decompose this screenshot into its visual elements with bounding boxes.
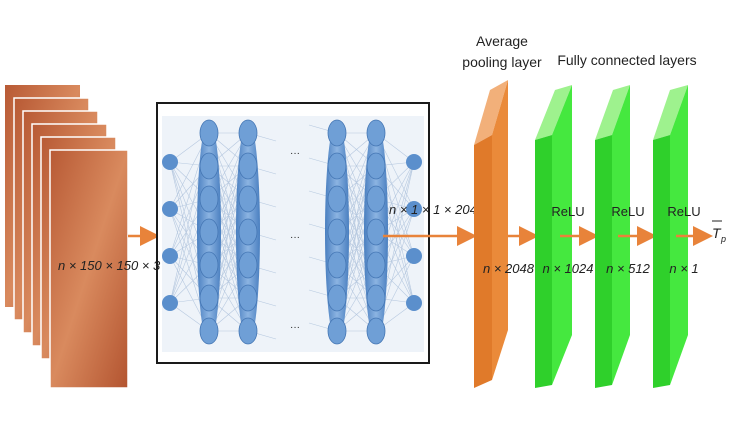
neuron [366, 251, 386, 279]
neuron [366, 185, 386, 213]
neuron [406, 248, 422, 264]
neuron [199, 284, 219, 312]
neuron [406, 295, 422, 311]
neuron [406, 201, 422, 217]
neuron [238, 218, 258, 246]
ellipsis-bottom: ··· [290, 322, 300, 333]
neuron [162, 295, 178, 311]
fc-layer-1: ReLU n × 1024 [535, 85, 593, 388]
neuron [199, 251, 219, 279]
neuron [327, 152, 347, 180]
fc-layer-2-dimension: n × 512 [606, 261, 651, 276]
fc-layer-3-activation: ReLU [667, 204, 700, 219]
fc-layer-1-front [535, 135, 552, 388]
neuron [238, 152, 258, 180]
fc-layer-2-front [595, 135, 612, 388]
neuron [366, 284, 386, 312]
neuron [238, 185, 258, 213]
fc-layer-1-side [535, 85, 572, 140]
neuron [327, 185, 347, 213]
pooling-layer-back [492, 80, 508, 380]
fully-connected-title: Fully connected layers [557, 52, 696, 68]
neuron [327, 251, 347, 279]
neuron [238, 317, 258, 345]
neuron [199, 317, 219, 345]
input-image-stack [5, 85, 129, 389]
neuron [366, 119, 386, 147]
fc-layer-3-front [653, 135, 670, 388]
output-symbol-subscript: p [720, 234, 726, 244]
neuron [366, 152, 386, 180]
pooling-title-line1: Average [476, 33, 528, 49]
neuron [366, 317, 386, 345]
neuron [238, 284, 258, 312]
neuron [327, 119, 347, 147]
input-dimension-label: n × 150 × 150 × 3 [58, 258, 161, 273]
pooling-layer-side [474, 80, 508, 145]
neuron [162, 248, 178, 264]
fc-layer-3-dimension: n × 1 [669, 261, 698, 276]
fc-layer-2-activation: ReLU [611, 204, 644, 219]
output-symbol: T [712, 225, 722, 241]
neuron [327, 218, 347, 246]
image-tile [49, 149, 129, 389]
fc-layer-3-side [653, 85, 688, 140]
neuron [162, 154, 178, 170]
neuron [238, 251, 258, 279]
pooling-layer-front [474, 135, 492, 388]
neuron [366, 218, 386, 246]
pooling-title-line2: pooling layer [462, 54, 542, 70]
neuron [162, 201, 178, 217]
neuron [238, 119, 258, 147]
backbone-output-dimension-label: n × 1 × 1 × 2048 [389, 202, 485, 217]
fc-layer-2-side [595, 85, 630, 140]
neuron [327, 317, 347, 345]
neuron [406, 154, 422, 170]
ellipsis-middle: ··· [290, 232, 300, 243]
pooling-output-dimension-label: n × 2048 [483, 261, 535, 276]
fc-layer-1-dimension: n × 1024 [543, 261, 594, 276]
neuron [327, 284, 347, 312]
neuron-layers [162, 119, 422, 345]
neuron [199, 119, 219, 147]
neuron [199, 152, 219, 180]
neuron [199, 185, 219, 213]
neuron [199, 218, 219, 246]
ellipsis-top: ··· [290, 148, 300, 159]
average-pooling-layer: Average pooling layer n × 2048 [462, 33, 542, 388]
cnn-backbone: ··· ··· ··· [156, 102, 430, 364]
fc-layer-1-activation: ReLU [551, 204, 584, 219]
